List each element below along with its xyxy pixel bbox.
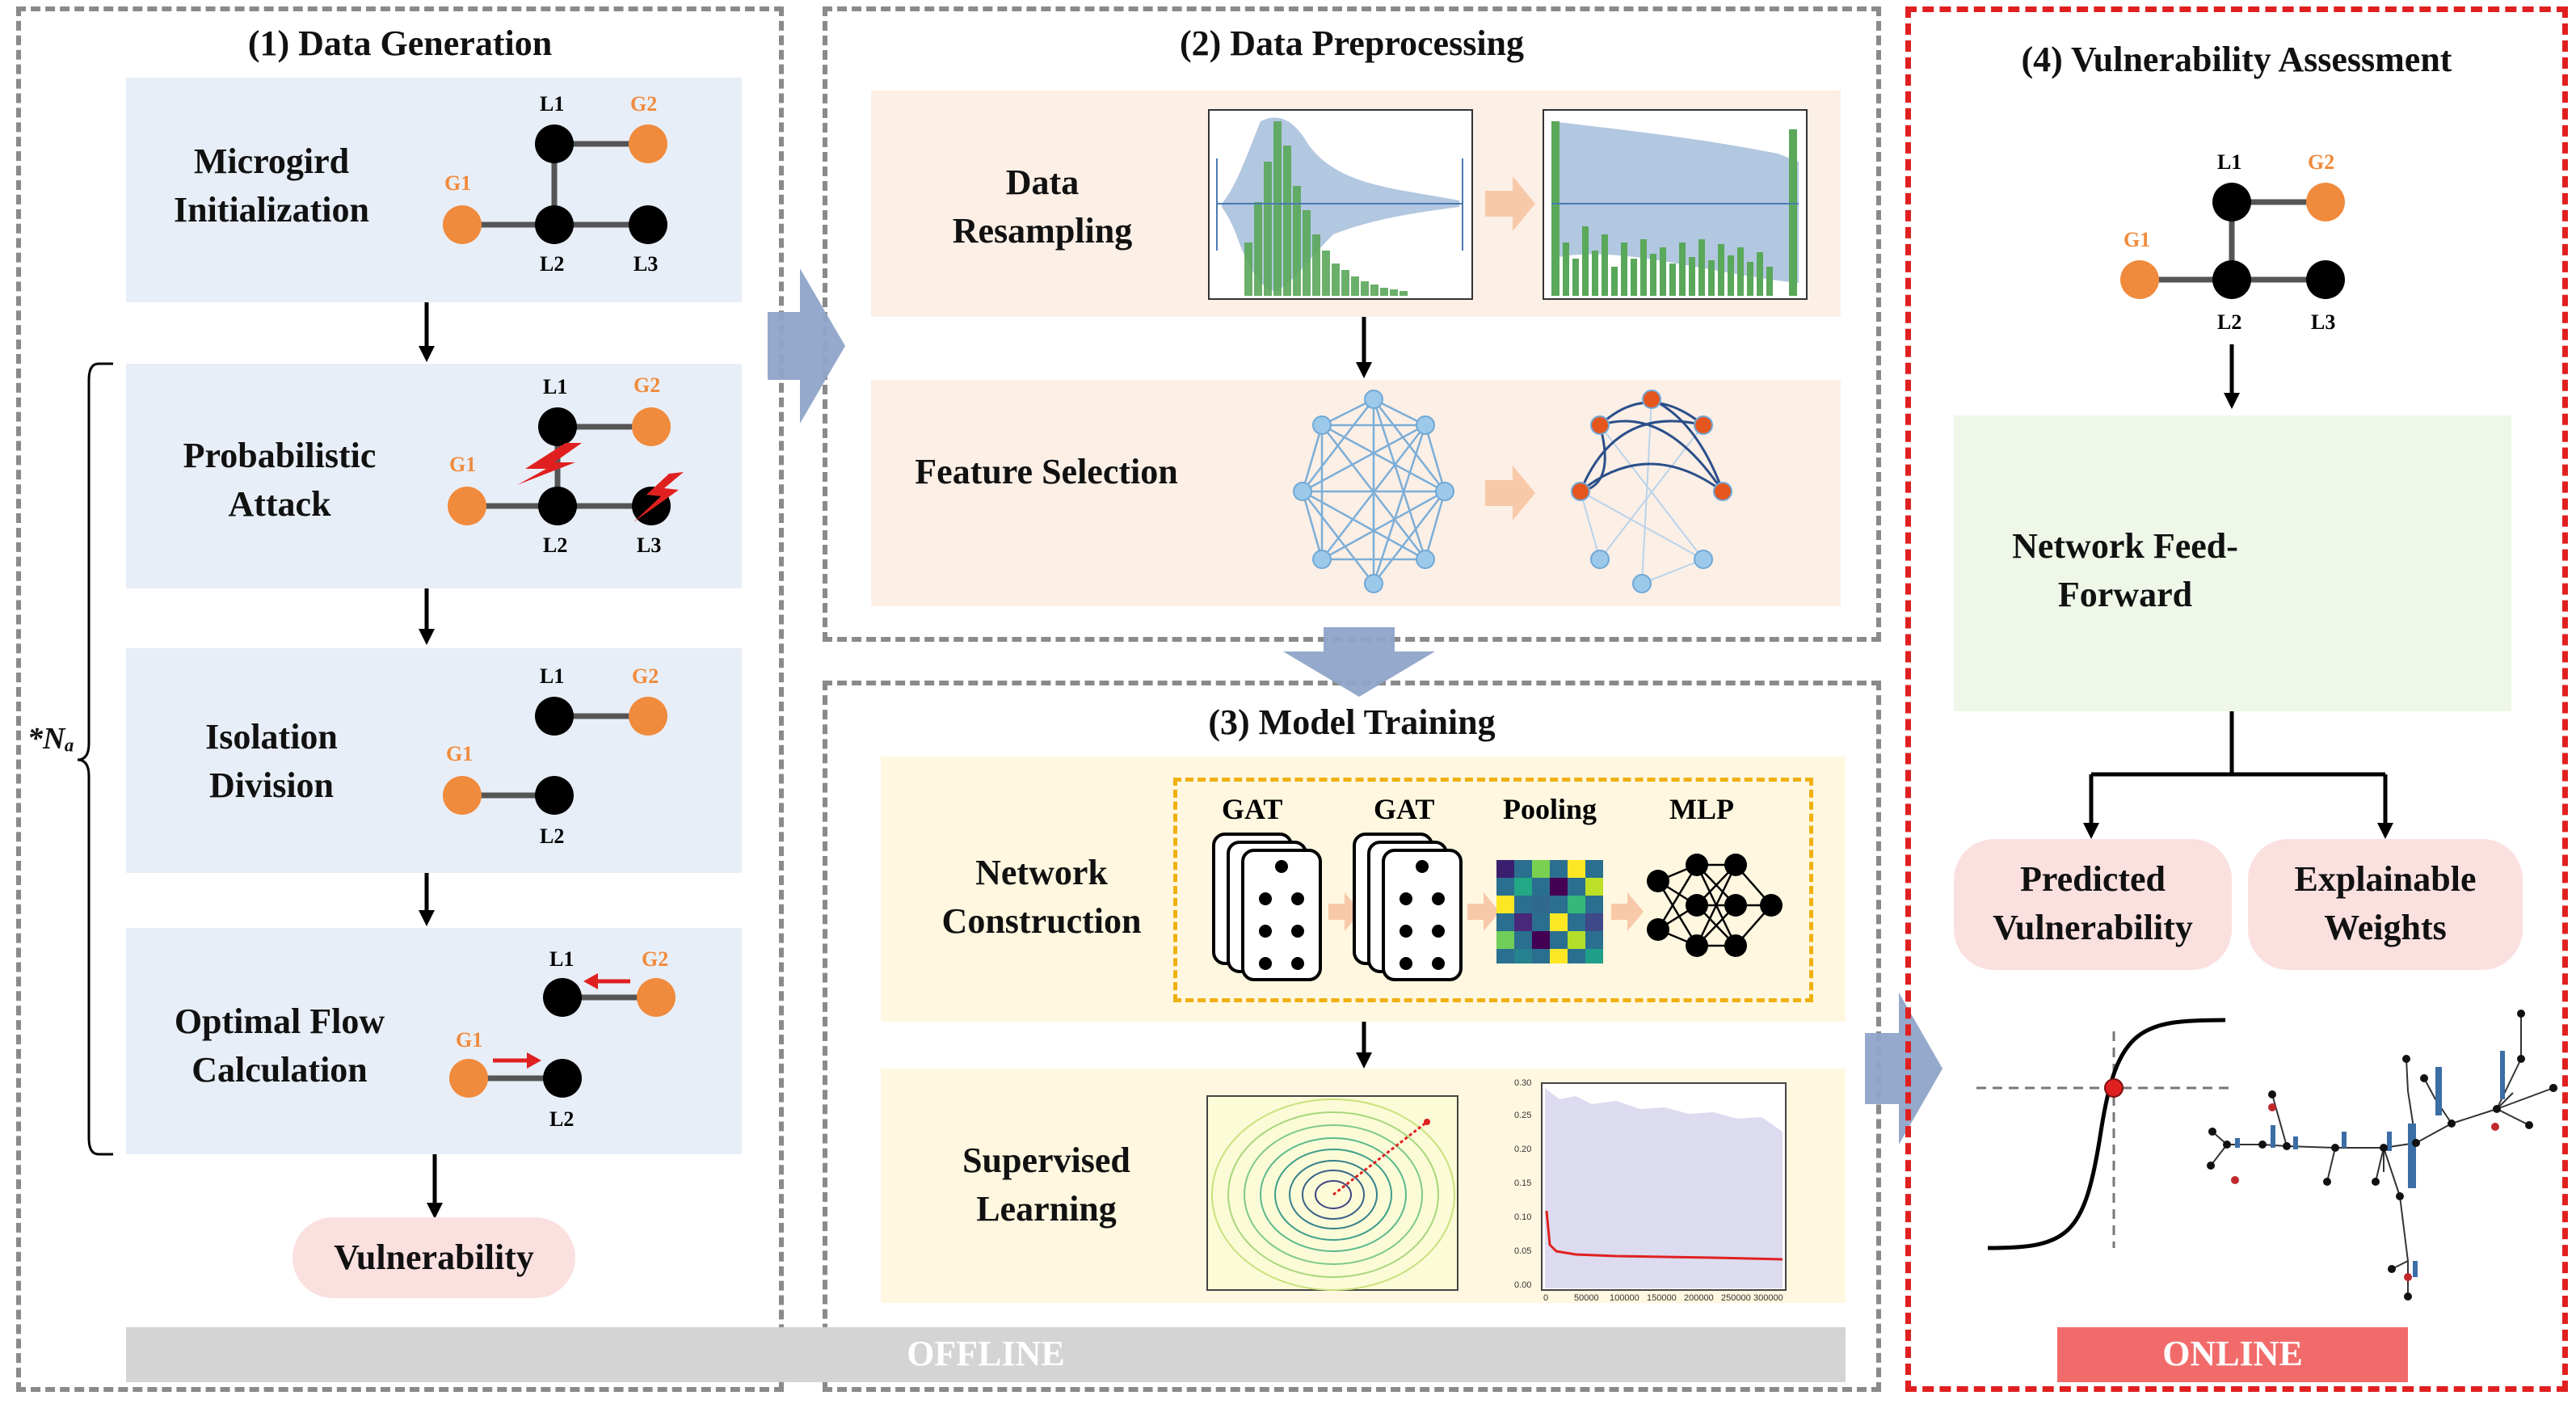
- node-label-l2: L2: [2217, 310, 2242, 334]
- model-pipeline-frame: [1173, 778, 1813, 1002]
- node-label-g2: G2: [633, 373, 661, 397]
- node-label-g2: G2: [630, 92, 658, 116]
- node-label-l3: L3: [637, 533, 662, 557]
- step-label-isolation: Isolation Division: [205, 717, 338, 805]
- step-label-attack: Probabilistic Attack: [183, 436, 377, 524]
- node-label-l1: L1: [540, 664, 565, 688]
- section-title-preprocessing: (2) Data Preprocessing: [1179, 23, 1525, 63]
- node-label-g1: G1: [449, 453, 477, 476]
- step-label-supervised-learning: Supervised Learning: [962, 1140, 1130, 1229]
- offline-phase-bar: OFFLINE: [126, 1327, 1846, 1382]
- loss-x-axis-ticks: 0 50000 100000 150000 200000 250000 3000…: [1543, 1293, 1783, 1303]
- node-label-g1: G1: [2124, 228, 2151, 251]
- node-label-l2: L2: [540, 252, 565, 276]
- step-box-optimal-flow: [126, 928, 742, 1154]
- node-label-g2: G2: [2308, 150, 2335, 174]
- section-title-vulnerability: (4) Vulnerability Assessment: [2021, 40, 2452, 79]
- section-title-training: (3) Model Training: [1208, 702, 1496, 742]
- node-label-g1: G1: [444, 171, 472, 195]
- step-label-microgrid: Microgird Initialization: [173, 141, 370, 230]
- node-label-l1: L1: [549, 947, 575, 971]
- node-label-l1: L1: [540, 92, 565, 116]
- node-label-l2: L2: [549, 1107, 575, 1131]
- node-label-g1: G1: [446, 742, 474, 765]
- step-box-network-feed-forward: [1954, 415, 2511, 711]
- step-label-feature-selection: Feature Selection: [915, 452, 1178, 491]
- block-label-mlp: MLP: [1669, 793, 1734, 825]
- output-explainable-weights: Explainable Weights: [2248, 839, 2523, 970]
- node-label-g2: G2: [632, 664, 659, 688]
- repeat-label: *Nₐ: [27, 722, 74, 756]
- section-data-generation: [16, 6, 784, 1392]
- block-label-gat-1: GAT: [1222, 793, 1283, 825]
- step-label-network-construction: Network Construction: [941, 853, 1142, 941]
- step-label-optimal-flow: Optimal Flow Calculation: [174, 1001, 385, 1090]
- step-box-isolation-division: [126, 648, 742, 873]
- section-title-generation: (1) Data Generation: [247, 23, 553, 63]
- online-phase-bar: ONLINE: [2057, 1327, 2408, 1382]
- node-label-l1: L1: [2217, 150, 2242, 174]
- step-label-resampling: Data Resampling: [952, 162, 1133, 251]
- output-predicted-vulnerability: Predicted Vulnerability: [1954, 839, 2232, 970]
- loss-y-axis-ticks: 0.30 0.25 0.20 0.15 0.10 0.05 0.00: [1514, 1078, 1532, 1290]
- node-label-l2: L2: [540, 824, 565, 848]
- node-label-l3: L3: [633, 252, 659, 276]
- node-label-l1: L1: [543, 375, 568, 398]
- step-box-microgrid-init: [126, 78, 742, 302]
- node-label-l2: L2: [543, 533, 568, 557]
- block-label-pooling: Pooling: [1503, 793, 1597, 825]
- node-label-g2: G2: [642, 947, 669, 971]
- node-label-g1: G1: [456, 1028, 483, 1052]
- step-label-feed-forward: Network Feed-Forward: [2012, 526, 2238, 614]
- section-vulnerability-assessment: [1905, 6, 2568, 1392]
- block-label-gat-2: GAT: [1374, 793, 1435, 825]
- node-label-l3: L3: [2311, 310, 2336, 334]
- output-vulnerability: Vulnerability: [293, 1217, 575, 1298]
